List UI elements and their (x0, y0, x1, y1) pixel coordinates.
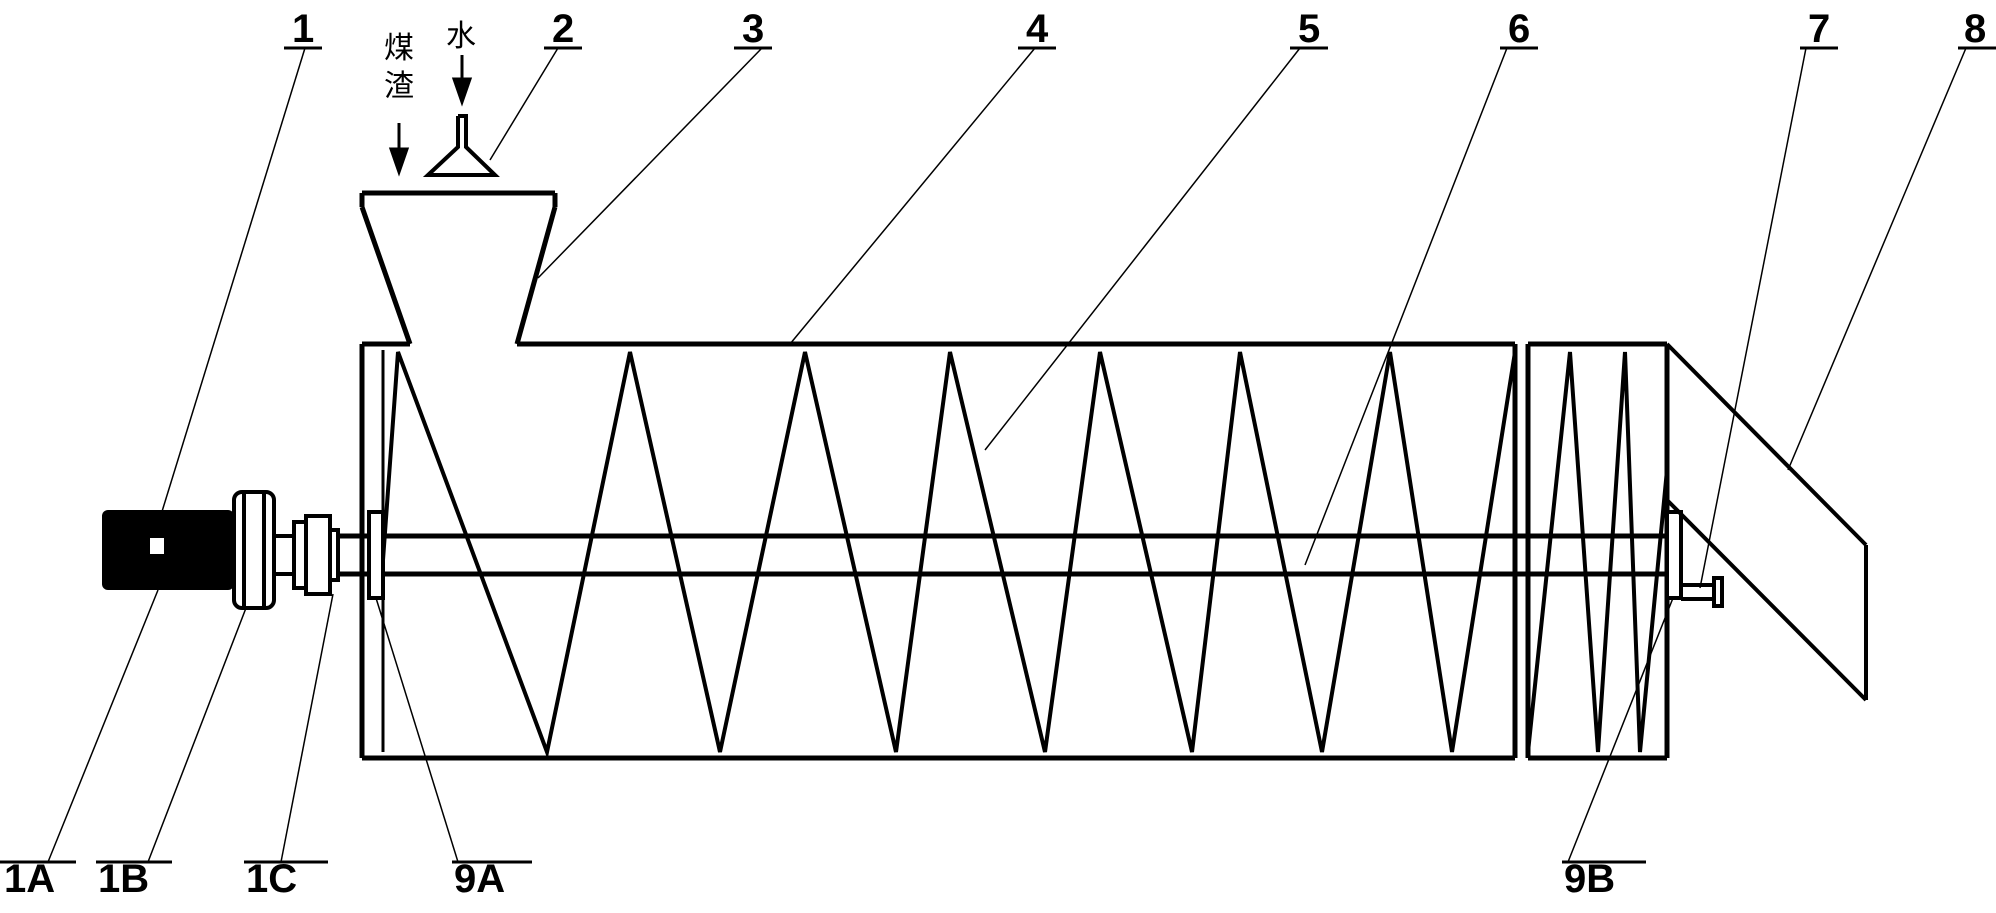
motor (102, 510, 234, 590)
label-9b: 9B (1564, 857, 1615, 901)
water-funnel (422, 114, 500, 177)
water-arrow (451, 55, 473, 107)
label-underlines (0, 46, 1996, 864)
screw-flight (381, 351, 1669, 760)
label-5: 5 (1298, 7, 1320, 51)
label-6: 6 (1508, 7, 1530, 51)
coupling (272, 514, 340, 596)
label-1c: 1C (246, 857, 297, 901)
label-2: 2 (552, 7, 574, 51)
bearing-9b (1665, 510, 1683, 600)
leader-lines (47, 47, 1967, 863)
gear-reducer (232, 490, 276, 610)
feed-hopper (359, 190, 558, 345)
label-1a: 1A (4, 857, 55, 901)
label-4: 4 (1026, 7, 1049, 51)
slag-label-char1: 煤 (384, 31, 414, 66)
label-1b: 1B (98, 857, 149, 901)
water-label: 水 (446, 19, 476, 54)
outlet-pipe (1681, 576, 1724, 608)
bearing-9a (367, 510, 385, 600)
discharge-chute (1665, 342, 1868, 702)
label-1: 1 (292, 7, 314, 51)
label-7: 7 (1808, 7, 1830, 51)
label-9a: 9A (454, 857, 505, 901)
label-3: 3 (742, 7, 764, 51)
slag-arrow (388, 123, 410, 177)
slag-label-char2: 渣 (384, 69, 414, 104)
label-8: 8 (1964, 7, 1986, 51)
